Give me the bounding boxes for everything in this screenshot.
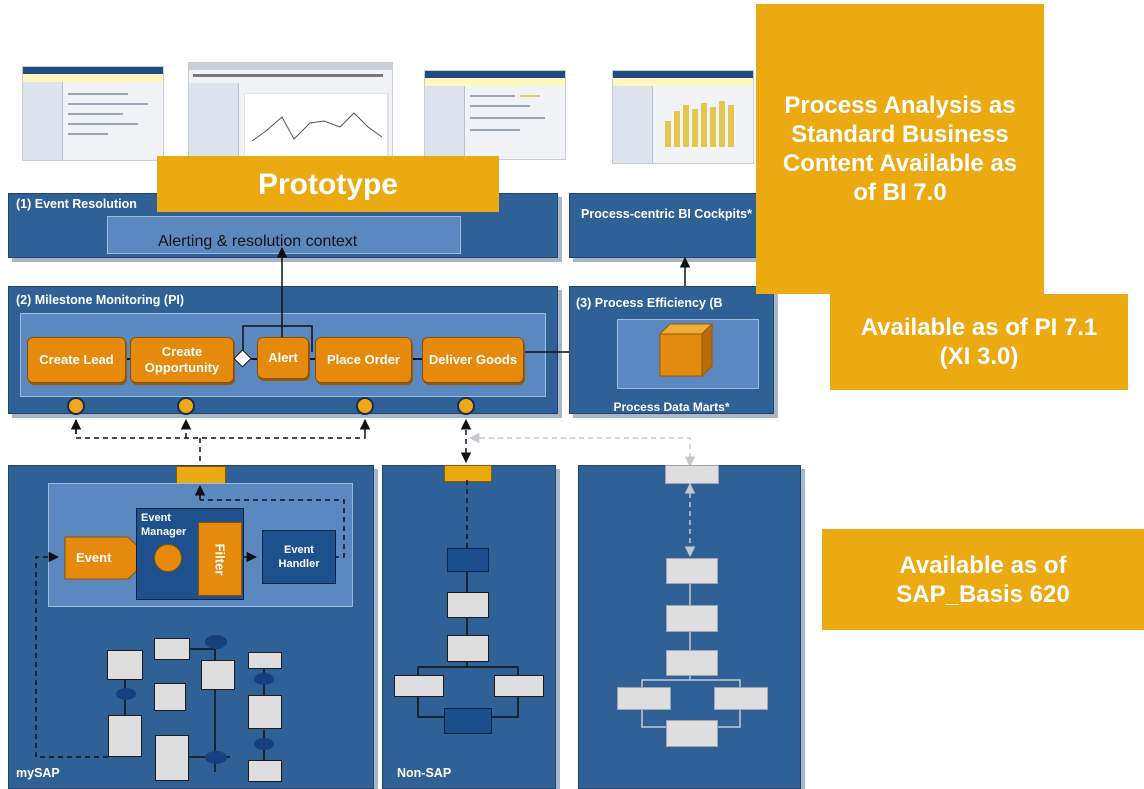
step-place-order[interactable]: Place Order [315,337,412,383]
system-label: mySAP [16,766,60,780]
system-label: Non-SAP [397,766,452,780]
mini-bar-chart [665,101,734,147]
process-node [394,675,444,697]
panel-title: Process-centric BI Cockpits* [581,207,752,221]
process-data-marts-label: Process Data Marts* [613,400,730,414]
process-node [714,687,768,710]
process-node [666,720,718,747]
event-oval-icon [254,673,274,685]
step-deliver-goods[interactable]: Deliver Goods [422,337,524,383]
process-node [201,660,235,690]
event-handler-box: Event Handler [262,530,336,584]
event-oval-icon [205,635,227,649]
process-node [666,605,718,632]
filter-box: Filter [198,522,242,596]
event-handler-label: Event Handler [278,544,320,570]
process-node-active [444,708,492,734]
event-label: Event [76,550,112,565]
non-sap-system-panel: Non-SAP [382,465,556,789]
process-node [447,635,489,662]
step-alert[interactable]: Alert [257,337,309,379]
availability-badge-bi: Process Analysis as Standard Business Co… [756,4,1044,294]
prototype-banner: Prototype [157,156,499,212]
connector-dot-icon [356,397,374,415]
process-efficiency-panel: (3) Process Efficiency (B Process Data M… [569,286,774,414]
screenshot-thumbnail-monitoring [424,70,566,160]
process-node [666,558,718,584]
process-node-active [447,548,489,572]
event-manager-label: Event Manager [141,512,187,538]
step-create-opportunity[interactable]: Create Opportunity [130,337,234,383]
screenshot-thumbnail-bi [612,70,754,164]
process-node [155,735,189,781]
process-node [248,760,282,782]
process-node [248,652,282,669]
event-oval-icon [254,738,274,750]
connector-dot-icon [457,397,475,415]
availability-badge-basis: Available as of SAP_Basis 620 [822,529,1144,630]
process-node [494,675,544,697]
screenshot-thumbnail-resolution [22,66,164,161]
process-node [447,592,489,618]
availability-badge-pi: Available as of PI 7.1 (XI 3.0) [830,294,1128,390]
process-node [154,638,190,660]
process-node [107,650,143,680]
event-manager-circle-icon [154,544,182,572]
panel-title: (2) Milestone Monitoring (PI) [16,293,185,307]
step-create-lead[interactable]: Create Lead [27,337,126,383]
panel-title: (1) Event Resolution [16,197,137,211]
bi-cockpits-panel: Process-centric BI Cockpits* [569,193,766,258]
event-oval-icon [116,688,136,700]
process-node [108,715,142,757]
process-node [248,695,282,729]
process-node [617,687,671,710]
cube-icon [658,322,714,378]
panel-title: (3) Process Efficiency (B [576,296,723,310]
process-node [666,650,718,676]
alerting-resolution-text: Alerting & resolution context [158,233,358,250]
connector-dot-icon [177,397,195,415]
non-sap-connector-port [444,465,492,482]
event-oval-icon [205,751,227,764]
connector-dot-icon [67,397,85,415]
process-node [154,683,186,711]
